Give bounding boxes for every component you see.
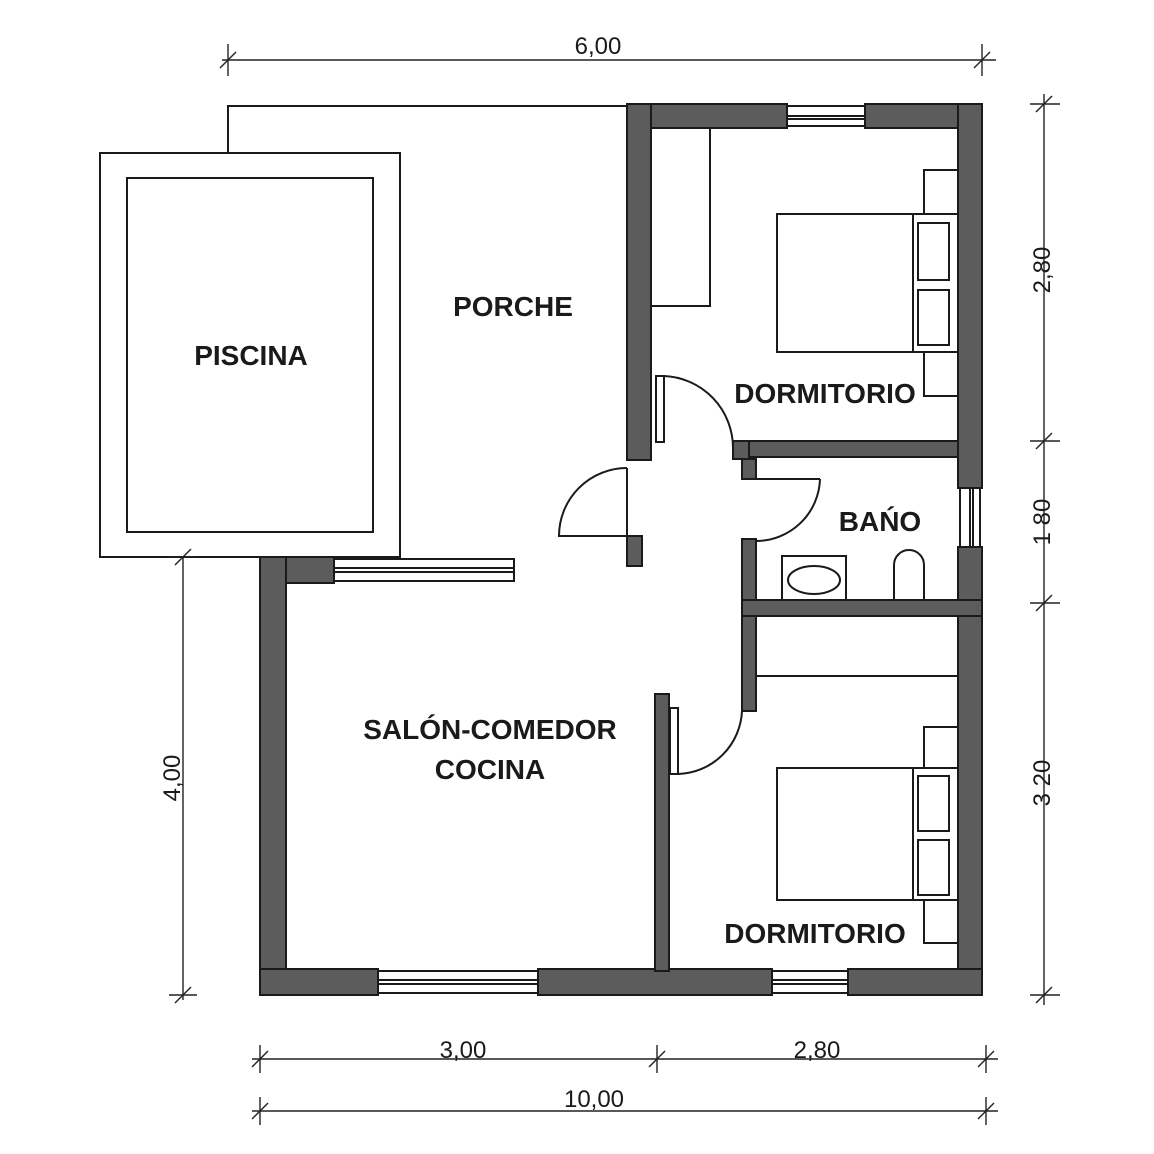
wardrobe-bottom (755, 615, 959, 677)
wardrobe-top (650, 127, 711, 307)
door-top-bedroom (655, 375, 735, 449)
window-living-bottom (377, 970, 539, 994)
doors (557, 375, 821, 775)
window-living-top (333, 558, 515, 582)
porch-outline (227, 105, 627, 557)
pool (99, 152, 401, 558)
dim-right-top: 2,80 (1029, 247, 1056, 294)
dim-right-mid: 1 80 (1029, 499, 1056, 546)
window-bottom-bedroom (771, 970, 849, 994)
windows (333, 105, 981, 994)
label-porche: PORCHE (453, 291, 573, 322)
entrance-door (557, 467, 628, 537)
window-bath (959, 487, 981, 548)
bed-bottom (776, 726, 959, 944)
label-dormitorio-bottom: DORMITORIO (724, 918, 905, 949)
label-piscina: PISCINA (194, 340, 308, 371)
bed-top (776, 169, 959, 397)
dimension-lines (169, 44, 1060, 1125)
dim-bottom-left: 3,00 (440, 1037, 487, 1064)
door-bottom-bedroom (669, 707, 743, 775)
walls (259, 103, 983, 996)
label-cocina: COCINA (435, 754, 545, 785)
door-bath (755, 478, 821, 542)
dimension-labels: 6,00 2,80 1 80 3 20 4,00 3,00 2,80 10,00 (159, 33, 1056, 1113)
window-top-bedroom (786, 105, 866, 127)
furniture (650, 127, 959, 944)
room-labels: PISCINA PORCHE DORMITORIO BAŃO SALÓN-COM… (194, 291, 921, 949)
label-dormitorio-top: DORMITORIO (734, 378, 915, 409)
dim-right-bottom: 3 20 (1029, 760, 1056, 807)
label-bano: BAŃO (839, 506, 921, 537)
bath-fixtures (781, 549, 925, 601)
dim-bottom-total: 10,00 (564, 1086, 624, 1113)
label-salon: SALÓN-COMEDOR (363, 714, 617, 745)
dim-bottom-right: 2,80 (794, 1037, 841, 1064)
dim-left-height: 4,00 (159, 755, 186, 802)
dim-top-width: 6,00 (575, 33, 622, 60)
